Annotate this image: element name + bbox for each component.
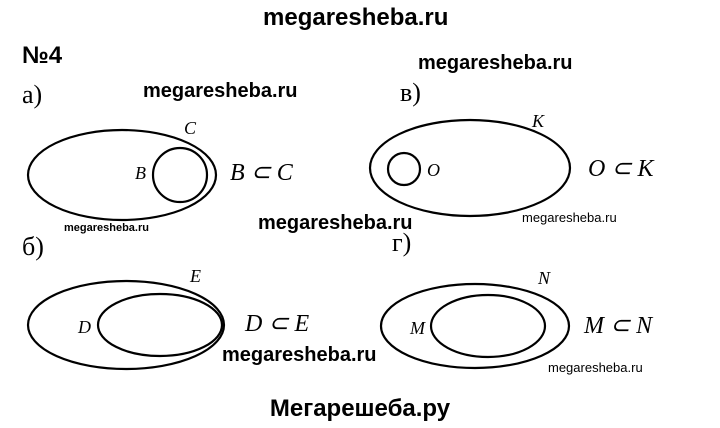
footer-title: Мегарешеба.ру	[269, 395, 451, 422]
outer-set-k	[368, 118, 572, 218]
part-label-a: а)	[22, 80, 43, 109]
outer-set-c	[26, 128, 218, 222]
outer-label-e: E	[189, 266, 201, 286]
watermark-bottom-mid: megaresheba.ru	[222, 344, 377, 366]
outer-label-k: K	[531, 111, 545, 131]
relation-g: M ⊂ N	[583, 313, 654, 339]
diagram-b: E D D ⊂ E	[26, 266, 309, 371]
diagram-v: K O O ⊂ K	[368, 111, 655, 218]
relation-v: O ⊂ K	[588, 156, 655, 182]
watermark-center: megaresheba.ru	[258, 212, 413, 234]
outer-set-n	[379, 282, 571, 370]
relation-b: D ⊂ E	[244, 311, 309, 337]
inner-set-m	[429, 293, 547, 359]
watermark-a: megaresheba.ru	[143, 80, 298, 102]
inner-set-b	[151, 146, 209, 204]
problem-number: №4	[22, 42, 63, 69]
watermark-right-small: megaresheba.ru	[522, 210, 617, 225]
inner-label-o: O	[427, 160, 440, 180]
watermark-v: megaresheba.ru	[418, 52, 573, 74]
diagram-a: C B B ⊂ C	[26, 118, 294, 222]
part-label-g: г)	[392, 228, 412, 257]
diagram-g: N M M ⊂ N	[379, 268, 654, 370]
part-label-b: б)	[22, 232, 44, 261]
watermark-left-small: megaresheba.ru	[64, 222, 149, 234]
outer-label-n: N	[537, 268, 551, 288]
inner-label-d: D	[77, 317, 91, 337]
watermark-top: megaresheba.ru	[263, 4, 449, 31]
relation-a: B ⊂ C	[230, 160, 294, 186]
inner-label-b: B	[135, 163, 146, 183]
outer-label-c: C	[184, 118, 197, 138]
watermark-bottom-right: megaresheba.ru	[548, 360, 643, 375]
inner-set-d	[96, 292, 224, 358]
outer-set-e	[26, 279, 226, 371]
part-label-v: в)	[400, 78, 421, 107]
inner-label-m: M	[409, 318, 426, 338]
inner-set-o	[386, 151, 422, 187]
